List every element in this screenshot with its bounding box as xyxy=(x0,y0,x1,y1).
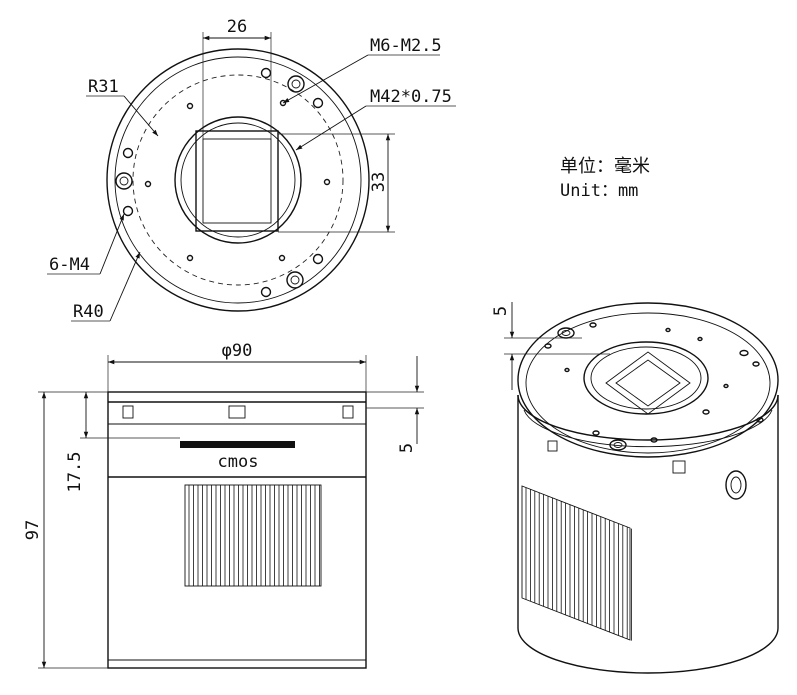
top-view: 26 33 M6-M2.5 M42*0.75 R31 6-M4 R40 xyxy=(47,17,456,322)
units-en: Unit：mm xyxy=(560,181,638,201)
center-bore-outer xyxy=(174,116,302,244)
sensor-window-outer xyxy=(195,130,279,232)
screw-holes-small xyxy=(144,99,331,262)
outer-ring-outer xyxy=(106,48,370,312)
iso-view: 5 xyxy=(491,302,779,674)
iso-body xyxy=(517,395,779,674)
dim-flange-5-side: 5 xyxy=(397,443,417,453)
label-r31: R31 xyxy=(88,77,119,97)
label-6-m4: 6-M4 xyxy=(49,255,90,275)
side-view: cmos φ90 97 17.5 5 xyxy=(23,341,424,669)
label-m6-m2-5: M6-M2.5 xyxy=(370,36,442,56)
iso-holes xyxy=(544,322,764,451)
outer-ring-inner xyxy=(114,56,362,304)
center-bore-inner xyxy=(180,122,296,238)
cooling-fins-iso xyxy=(521,485,632,641)
cmos-label: cmos xyxy=(218,452,259,472)
dim-height-97: 97 xyxy=(23,520,43,540)
iso-top-face xyxy=(517,302,779,458)
side-body xyxy=(107,391,367,669)
screw-holes-large xyxy=(115,75,305,289)
iso-side-port xyxy=(725,470,747,500)
dim-height-33: 33 xyxy=(369,172,389,192)
sensor-window-inner xyxy=(202,138,272,224)
units-cn: 单位：毫米 xyxy=(560,156,650,177)
dim-flange-5-iso: 5 xyxy=(491,306,511,316)
units-note: 单位：毫米 Unit：mm xyxy=(560,156,650,201)
bolt-circle-dashed xyxy=(132,74,344,286)
screw-holes-medium xyxy=(122,67,324,298)
dim-diameter-90: φ90 xyxy=(222,341,253,361)
cmos-sensor-bar xyxy=(180,441,295,448)
dim-width-26: 26 xyxy=(227,17,247,37)
cooling-fins-side xyxy=(184,484,322,587)
label-m42: M42*0.75 xyxy=(370,87,452,107)
label-r40: R40 xyxy=(73,302,104,322)
dim-sensor-17-5: 17.5 xyxy=(65,452,85,493)
iso-bore xyxy=(583,341,709,415)
